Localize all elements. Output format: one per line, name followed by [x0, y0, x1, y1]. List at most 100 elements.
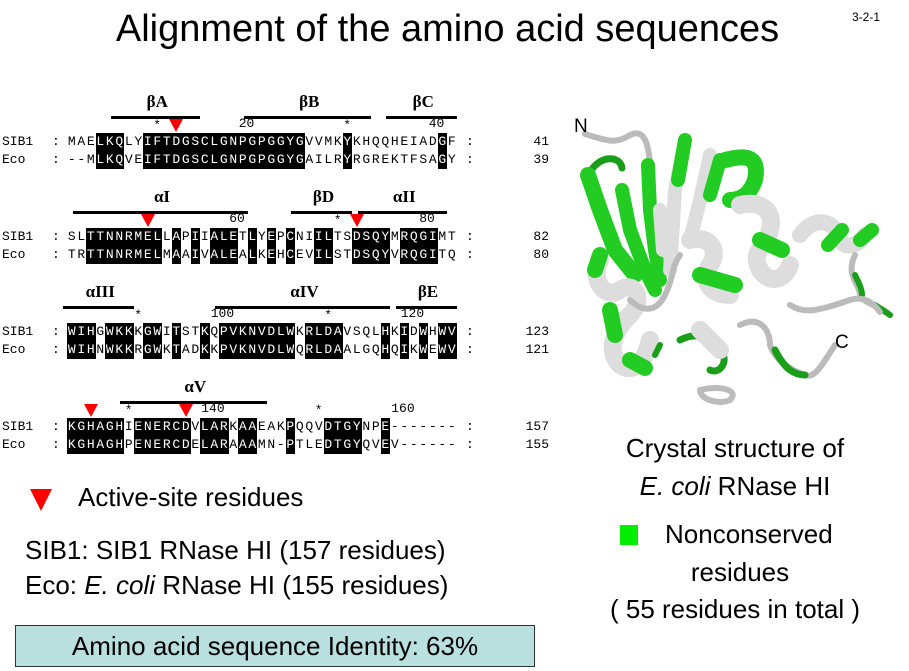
residue: K: [67, 418, 77, 436]
residue: I: [409, 134, 418, 149]
residue: I: [143, 151, 153, 169]
separator: :: [466, 247, 474, 262]
separator: :: [466, 342, 474, 357]
residue: I: [76, 323, 86, 341]
sequence-name: Eco: [2, 437, 26, 452]
secondary-structure-label: βB: [299, 92, 320, 111]
separator: :: [52, 342, 60, 357]
residue: K: [124, 323, 134, 341]
residue: N: [247, 323, 257, 341]
residue: A: [209, 228, 219, 246]
residue: Q: [409, 228, 419, 246]
residue: K: [390, 152, 399, 167]
structure-caption-line2: E. coli RNase HI: [580, 471, 890, 502]
residue: D: [323, 341, 333, 359]
residue: D: [181, 436, 191, 454]
residue: R: [134, 342, 143, 357]
residue: G: [418, 246, 428, 264]
residue: I: [314, 246, 324, 264]
secondary-structure-line: [395, 306, 457, 309]
residue: N: [228, 151, 238, 169]
residue: M: [133, 246, 143, 264]
nonconserved-legend: Nonconserved: [665, 519, 833, 549]
residue: Y: [342, 133, 352, 151]
residue: H: [114, 436, 124, 454]
residue: S: [190, 151, 200, 169]
residue: V: [371, 437, 380, 452]
residue: V: [228, 341, 238, 359]
residue: W: [105, 323, 115, 341]
residue: W: [418, 323, 428, 341]
residue: K: [114, 323, 124, 341]
sequence-name: Eco: [2, 342, 26, 357]
separator: :: [466, 134, 474, 149]
residue: Y: [134, 134, 143, 149]
residue: G: [247, 133, 257, 151]
separator: :: [466, 419, 474, 434]
residue: L: [247, 246, 257, 264]
ruler-number: 160: [391, 401, 415, 416]
residue: H: [380, 341, 390, 359]
residue: K: [105, 151, 115, 169]
separator: :: [52, 152, 60, 167]
residue: L: [152, 228, 162, 246]
residue: E: [266, 246, 276, 264]
residue: W: [67, 341, 77, 359]
residue: -: [438, 437, 447, 452]
residue: V: [305, 134, 314, 149]
residue: Q: [305, 419, 314, 434]
residue: R: [162, 418, 172, 436]
residue: T: [438, 247, 447, 262]
residue: V: [305, 247, 314, 262]
residue: -: [390, 419, 399, 434]
residue: V: [314, 419, 323, 434]
residue: G: [143, 323, 153, 341]
residue: R: [352, 152, 361, 167]
residue: H: [380, 323, 390, 341]
secondary-structure-label: βD: [312, 187, 335, 206]
residue: T: [333, 229, 342, 244]
separator: :: [466, 152, 474, 167]
nonconserved-green-square-icon: [620, 525, 638, 545]
residue: T: [95, 228, 105, 246]
residue: L: [247, 228, 257, 246]
residue: G: [219, 133, 229, 151]
residue: V: [257, 341, 267, 359]
residue: Y: [352, 436, 362, 454]
residue: N: [295, 229, 304, 244]
residue: T: [295, 437, 304, 452]
residue: G: [266, 151, 276, 169]
residue: N: [247, 341, 257, 359]
residue: V: [257, 323, 267, 341]
residue: T: [171, 323, 181, 341]
residue: M: [67, 134, 76, 149]
residue: T: [67, 247, 76, 262]
residue: G: [219, 151, 229, 169]
residue: K: [67, 436, 77, 454]
residue: M: [390, 229, 399, 244]
residue: N: [114, 246, 124, 264]
c-terminus-label: C: [835, 332, 849, 353]
residue: D: [171, 151, 181, 169]
residue: K: [200, 323, 210, 341]
residue: -: [77, 152, 86, 167]
slide-number: 3-2-1: [852, 10, 881, 24]
residue: Y: [380, 228, 390, 246]
residue: E: [133, 436, 143, 454]
ruler-number: 20: [238, 116, 255, 131]
residue: P: [238, 151, 248, 169]
residue: A: [77, 134, 86, 149]
residue: L: [324, 152, 333, 167]
eco-legend-prefix: Eco:: [25, 570, 85, 600]
residue: Q: [447, 247, 456, 262]
residue: C: [285, 228, 295, 246]
residue: R: [333, 152, 342, 167]
ruler-number: 120: [400, 306, 425, 321]
active-site-legend: Active-site residues: [78, 482, 304, 512]
secondary-structure-line: [215, 306, 390, 309]
residue: K: [257, 247, 266, 262]
residue: Q: [362, 324, 371, 339]
